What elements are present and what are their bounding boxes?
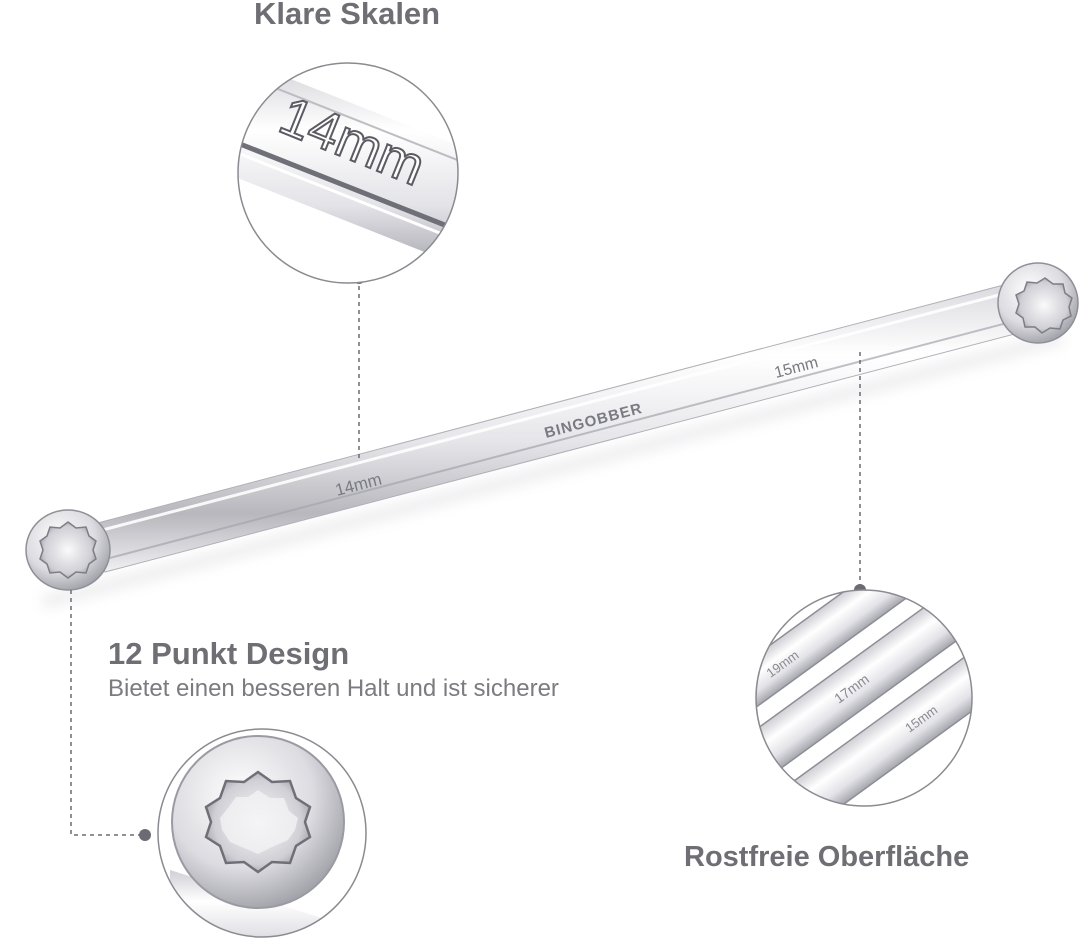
callout-scale-zoom: 14mm [237,62,459,284]
callout-surface: 19mm 17mm 15mm [755,589,973,807]
wrench-ring-right [997,262,1079,344]
heading-clear-scales: Klare Skalen [254,0,441,31]
connector-left [70,590,145,836]
wrench-shadow [40,330,1065,610]
connector-dot-left [139,829,151,841]
subheading-better-grip: Bietet einen besseren Halt und ist siche… [108,675,559,702]
callout-connectors [70,278,861,836]
heading-12-point-design: 12 Punkt Design [108,636,350,671]
callout-12-point [157,728,367,938]
wrench-ring-left [25,509,111,591]
wrench: 14mm BINGOBBER 15mm [25,262,1079,591]
heading-rustfree-surface: Rostfreie Oberfläche [684,841,970,873]
